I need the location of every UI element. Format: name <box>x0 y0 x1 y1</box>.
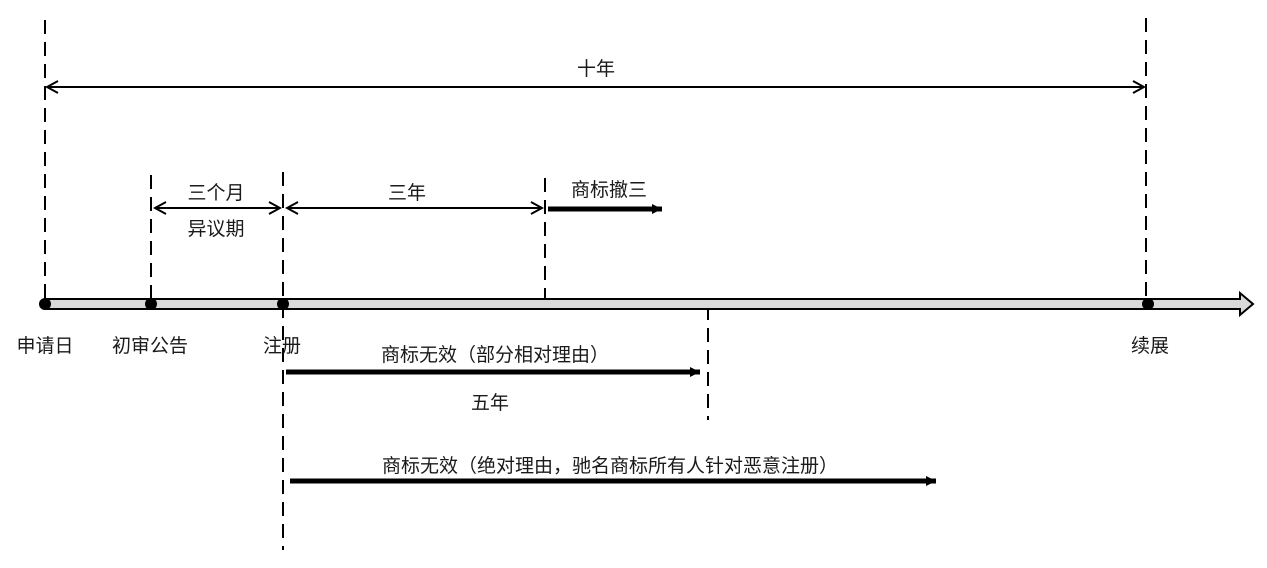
milestone-dot <box>277 298 289 310</box>
milestone-dot <box>39 298 51 310</box>
invalidation-relative-label: 商标无效（部分相对理由） <box>381 344 609 366</box>
timeline-axis-arrow <box>44 290 1255 318</box>
milestone-label: 申请日 <box>16 335 73 357</box>
milestone-label: 注册 <box>263 335 301 357</box>
three-month-label: 三个月 <box>187 182 244 204</box>
milestone-dot <box>1142 298 1154 310</box>
milestone-label: 初审公告 <box>112 335 188 357</box>
milestone-dot <box>145 298 157 310</box>
opposition-period-label: 异议期 <box>187 218 244 240</box>
invalidation-absolute-label: 商标无效（绝对理由，驰名商标所有人针对恶意注册） <box>382 455 838 477</box>
three-year-label: 三年 <box>388 182 426 204</box>
milestone-label: 续展 <box>1131 335 1169 357</box>
five-year-label: 五年 <box>471 392 509 414</box>
ten-year-label: 十年 <box>577 58 615 80</box>
non-use-cancellation-label: 商标撤三 <box>571 179 647 201</box>
